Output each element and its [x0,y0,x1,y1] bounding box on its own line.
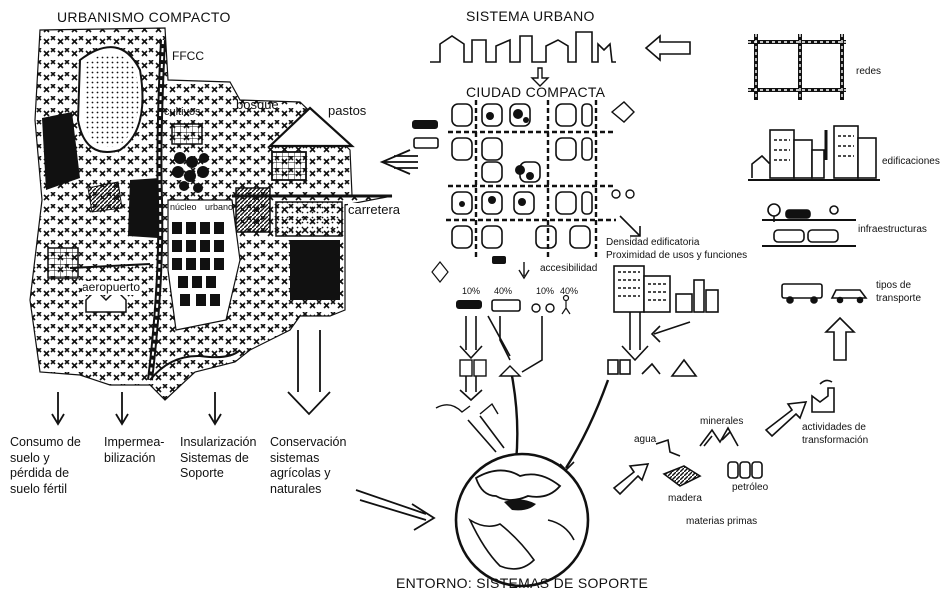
split-bike: 10% [536,286,555,296]
label-actividades-de: actividades de [802,422,866,433]
label-transporte: transporte [876,293,922,304]
label-infraestructuras: infraestructuras [858,224,927,235]
modal-split-icons [456,294,571,315]
label-carretera: carretera [348,202,401,218]
transport-up-arrow [824,316,856,361]
to-map-arrow [379,149,418,175]
split-walk: 40% [560,286,579,296]
transport-flows [459,315,610,472]
resources-to-industry-arrow [764,401,808,438]
label-tipos-de: tipos de [876,280,912,291]
title-urbanismo: URBANISMO COMPACTO [57,9,231,25]
redes-to-system-arrow [644,34,691,62]
impact-arrows [51,330,331,426]
redes-icon [748,34,846,100]
impact-insularizacion: Insularización Sistemas de Soporte [180,435,257,481]
label-ffcc: FFCC [172,49,204,63]
label-madera: madera [668,493,702,504]
label-densidad: Densidad edificatoria [606,237,700,248]
label-redes: redes [856,66,882,77]
globe-to-resources-arrow [612,463,650,496]
resource-icons [655,426,763,487]
label-petroleo: petróleo [732,482,769,493]
earth-globe [454,452,590,588]
label-proximidad: Proximidad de usos y funciones [606,250,748,261]
title-ciudad-compacta: CIUDAD COMPACTA [466,84,606,100]
impact-conservacion: Conservación sistemas agrícolas y natura… [270,435,347,496]
edificaciones-icon [748,125,880,181]
urban-sprawl-map [29,27,393,401]
label-urbano: urbano [205,202,234,212]
label-minerales: minerales [700,416,744,427]
label-cultivos: cultivos [164,106,201,118]
urban-system-skyline [430,31,616,63]
impact-consumo-suelo: Consumo de suelo y pérdida de suelo fért… [10,435,81,496]
density-arrow [619,215,641,237]
label-materias-primas: materias primas [686,516,758,527]
pollution-icons [435,359,522,415]
title-sistema-urbano: SISTEMA URBANO [466,8,595,24]
label-agua: agua [634,434,657,445]
accessibility-arrow [518,262,530,280]
tipos-transporte-icon [781,283,868,304]
label-aeropuerto: aeropuerto [82,280,141,295]
city-vehicles [412,101,635,283]
label-transformacion: transformación [802,435,869,446]
infraestructuras-icon [762,203,856,247]
skyline-down-arrow [530,67,550,87]
impact-impermeabilizacion: Impermea-bilización [104,435,165,465]
label-edificaciones: edificaciones [882,156,940,167]
label-accesibilidad: accesibilidad [540,263,598,274]
density-flows [607,312,698,377]
label-nucleo: núcleo [170,202,197,212]
title-entorno: ENTORNO: SISTEMAS DE SOPORTE [396,575,649,591]
map-to-globe-arrow [355,489,436,531]
density-buildings [613,265,719,313]
split-bus: 40% [494,286,513,296]
split-car: 10% [462,286,481,296]
compact-city-grid [446,100,616,258]
actividades-icon [811,379,835,413]
label-pastos: pastos [328,103,367,118]
label-bosque: bosque [236,97,279,112]
